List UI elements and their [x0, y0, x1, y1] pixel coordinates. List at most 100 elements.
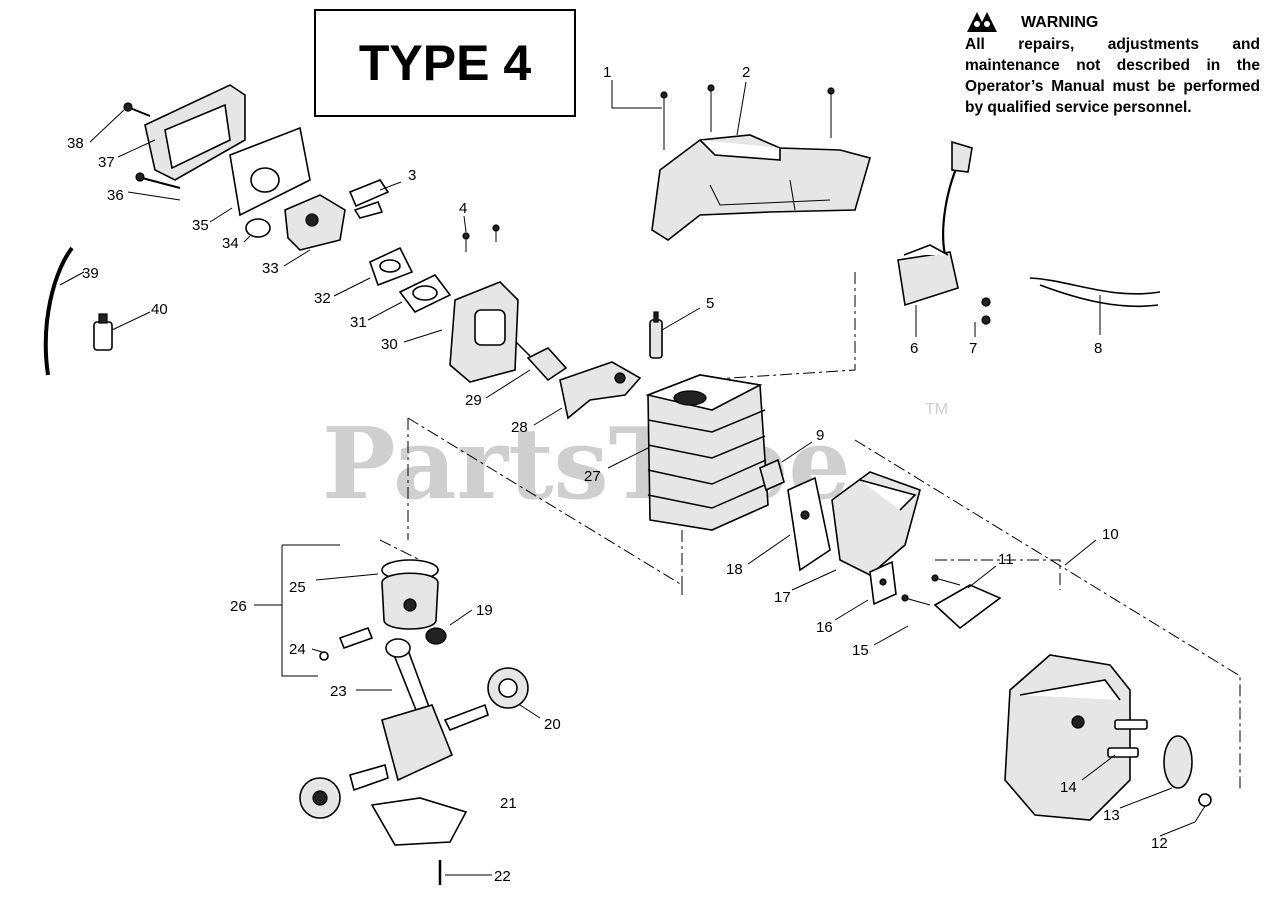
callout-32: 32 [314, 290, 331, 307]
carburetor-screw [462, 232, 470, 252]
callout-26: 26 [230, 598, 247, 615]
spark-arrestor-bracket-part [933, 584, 1002, 630]
small-gasket-part [869, 560, 897, 606]
callout-9: 9 [816, 427, 824, 444]
carburetor-part [284, 194, 346, 251]
callout-24: 24 [289, 641, 306, 658]
assembly-line [407, 417, 683, 595]
assembly-line [935, 559, 1061, 590]
callout-25: 25 [289, 579, 306, 596]
callout-18: 18 [726, 561, 743, 578]
muffler-bolt [1114, 719, 1148, 730]
piston-pin-part [338, 626, 374, 650]
muffler-bolt [1107, 747, 1139, 758]
muffler-screw [901, 594, 931, 606]
callout-14: 14 [1060, 779, 1077, 796]
callout-37: 37 [98, 154, 115, 171]
callout-29: 29 [465, 392, 482, 409]
callout-23: 23 [330, 683, 347, 700]
ignition-module-part [897, 140, 973, 307]
intake-clamp-part [515, 341, 568, 382]
callout-21: 21 [500, 795, 517, 812]
muffler-part [1004, 654, 1131, 821]
callout-28: 28 [511, 419, 528, 436]
callout-27: 27 [584, 468, 601, 485]
callout-2: 2 [742, 64, 750, 81]
muffler-gasket-part [787, 476, 831, 572]
callout-17: 17 [774, 589, 791, 606]
callout-22: 22 [494, 868, 511, 885]
callout-13: 13 [1103, 807, 1120, 824]
retainer-part [319, 651, 329, 661]
callout-10: 10 [1102, 526, 1119, 543]
intake-gasket-part [398, 273, 452, 314]
callout-15: 15 [852, 642, 869, 659]
throttle-link-part [348, 179, 390, 219]
cover-nut-part [1198, 793, 1212, 807]
callout-33: 33 [262, 260, 279, 277]
main-bearing-part [487, 667, 529, 709]
intake-adapter-part [449, 281, 519, 383]
callout-5: 5 [706, 295, 714, 312]
callout-7: 7 [969, 340, 977, 357]
callout-36: 36 [107, 187, 124, 204]
callout-12: 12 [1151, 835, 1168, 852]
callout-numbers: 1 2 3 4 5 6 7 8 9 10 11 12 13 14 15 16 1… [67, 64, 1168, 885]
watermark-trademark: TM [925, 401, 948, 418]
callout-8: 8 [1094, 340, 1102, 357]
heat-shield-part [831, 471, 921, 576]
group-bracket [281, 544, 340, 677]
housing-screw [123, 102, 151, 117]
warning-triangle-icon [967, 12, 997, 32]
callout-34: 34 [222, 235, 239, 252]
exhaust-gasket-part [759, 458, 785, 492]
callout-19: 19 [476, 602, 493, 619]
callout-6: 6 [910, 340, 918, 357]
callout-16: 16 [816, 619, 833, 636]
piston-part [381, 572, 439, 630]
warning-header: WARNING [965, 10, 1260, 34]
wire-harness-part [1029, 277, 1161, 308]
type-label-box: TYPE 4 [314, 9, 576, 117]
cover-screw [827, 87, 835, 138]
fuel-line-part [43, 246, 74, 376]
cover-screw [660, 91, 668, 150]
oil-guard-part [370, 797, 468, 846]
type-label: TYPE 4 [358, 35, 532, 91]
air-filter-housing-part [144, 84, 246, 181]
carburetor-screw [492, 224, 500, 242]
callout-31: 31 [350, 314, 367, 331]
air-filter-gasket-part [229, 126, 311, 217]
spark-screen-cover-part [1163, 735, 1193, 789]
callout-4: 4 [459, 200, 467, 217]
coil-screw [981, 297, 991, 325]
callout-3: 3 [408, 167, 416, 184]
assembly-line [379, 539, 421, 561]
carburetor-gasket-part [369, 246, 414, 287]
spark-plug-part [649, 311, 663, 359]
housing-screw [135, 172, 181, 189]
leader-lines [59, 80, 1206, 876]
warning-text: All repairs, adjustments and maintenance… [965, 36, 1260, 116]
crank-bearing-part [299, 777, 341, 819]
callout-40: 40 [151, 301, 168, 318]
callout-20: 20 [544, 716, 561, 733]
callout-1: 1 [603, 64, 611, 81]
callout-11: 11 [998, 551, 1014, 568]
assembly-line [699, 272, 856, 381]
cover-screw [707, 84, 715, 132]
plug-part [245, 218, 271, 238]
cylinder-part [645, 374, 769, 531]
intake-boot-part [559, 361, 642, 420]
muffler-screw [931, 574, 961, 586]
callout-38: 38 [67, 135, 84, 152]
top-cover-part [651, 134, 871, 241]
warning-title: WARNING [1021, 13, 1099, 31]
needle-bearing-part [425, 627, 447, 645]
warning-notice: WARNING All repairs, adjustments and mai… [965, 10, 1260, 118]
crankshaft-part [349, 638, 489, 792]
callout-35: 35 [192, 217, 209, 234]
fuel-filter-part [93, 313, 113, 351]
